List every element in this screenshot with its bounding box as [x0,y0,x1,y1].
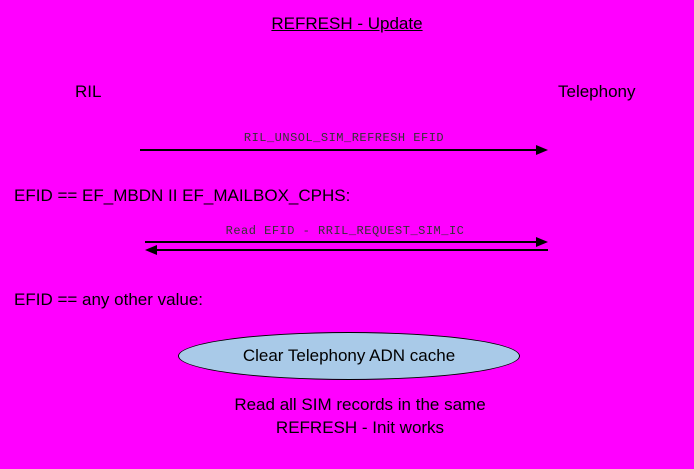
arrow-right-icon [536,145,548,155]
message-read-efid-label: Read EFID - RRIL_REQUEST_SIM_IC [225,224,465,238]
diagram-title: REFRESH - Update [271,14,423,33]
actor-ril: RIL [75,82,102,101]
message-refresh-label: RIL_UNSOL_SIM_REFRESH EFID [243,131,445,145]
arrow-left-icon [145,245,157,255]
note-text: Read all SIM records in the same REFRESH… [155,393,565,439]
actor-telephony: Telephony [558,82,636,101]
message-refresh-arrow-line [140,149,538,151]
clear-adn-cache-label: Clear Telephony ADN cache [242,346,456,365]
condition-any-other-value: EFID == any other value: [14,290,203,309]
note-line-1: Read all SIM records in the same [234,395,486,414]
arrow-right-icon [536,237,548,247]
message-read-arrow-line-top [145,241,538,243]
note-line-2: REFRESH - Init works [275,418,445,437]
clear-adn-cache-node: Clear Telephony ADN cache [178,332,520,380]
message-read-arrow-line-bottom [157,249,548,251]
condition-mbdn-mailbox: EFID == EF_MBDN II EF_MAILBOX_CPHS: [14,186,351,205]
